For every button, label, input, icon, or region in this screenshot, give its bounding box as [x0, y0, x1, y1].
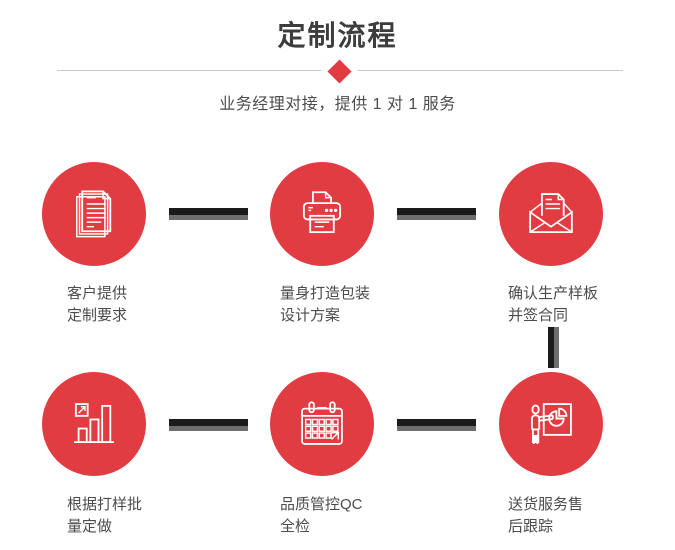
calendar-icon [293, 395, 351, 453]
step-label-5: 品质管控QC 全检 [280, 494, 363, 538]
step-label-1: 客户提供 定制要求 [67, 283, 127, 327]
step-label-line: 设计方案 [280, 307, 341, 324]
step-label-2: 量身打造包装 设计方案 [280, 283, 370, 327]
step-label-line: 确认生产样板 [508, 285, 599, 302]
step-circle-2 [270, 162, 374, 266]
step-label-line: 后跟踪 [508, 518, 554, 535]
step-label-line: 品质管控QC [280, 496, 363, 513]
step-circle-5 [270, 372, 374, 476]
step-label-line: 根据打样批 [67, 496, 143, 513]
step-circle-6 [499, 372, 603, 476]
bar-chart-icon [65, 395, 123, 453]
connector-step1-step2 [169, 208, 248, 220]
diamond-accent-icon [327, 59, 352, 84]
page-title: 定制流程 [277, 20, 398, 51]
connector-step5-step6 [397, 419, 476, 431]
step-circle-4 [42, 372, 146, 476]
step-label-line: 送货服务售 [508, 496, 584, 513]
documents-icon [65, 185, 123, 243]
step-circle-1 [42, 162, 146, 266]
step-label-6: 送货服务售 后跟踪 [508, 494, 583, 538]
step-label-line: 并签合同 [508, 307, 569, 324]
step-label-4: 根据打样批 量定做 [67, 494, 142, 538]
envelope-icon [522, 185, 580, 243]
presentation-icon [522, 395, 580, 453]
page-subtitle: 业务经理对接，提供 1 对 1 服务 [219, 96, 456, 113]
connector-step3-step6 [548, 327, 559, 368]
step-label-line: 客户提供 [67, 285, 128, 302]
step-label-line: 定制要求 [67, 307, 128, 324]
connector-step2-step3 [397, 208, 476, 220]
step-label-3: 确认生产样板 并签合同 [508, 283, 598, 327]
step-label-line: 全检 [280, 518, 311, 535]
step-label-line: 量定做 [67, 518, 113, 535]
step-circle-3 [499, 162, 603, 266]
connector-step4-step5 [169, 419, 248, 431]
step-label-line: 量身打造包装 [280, 285, 371, 302]
printer-icon [293, 185, 351, 243]
